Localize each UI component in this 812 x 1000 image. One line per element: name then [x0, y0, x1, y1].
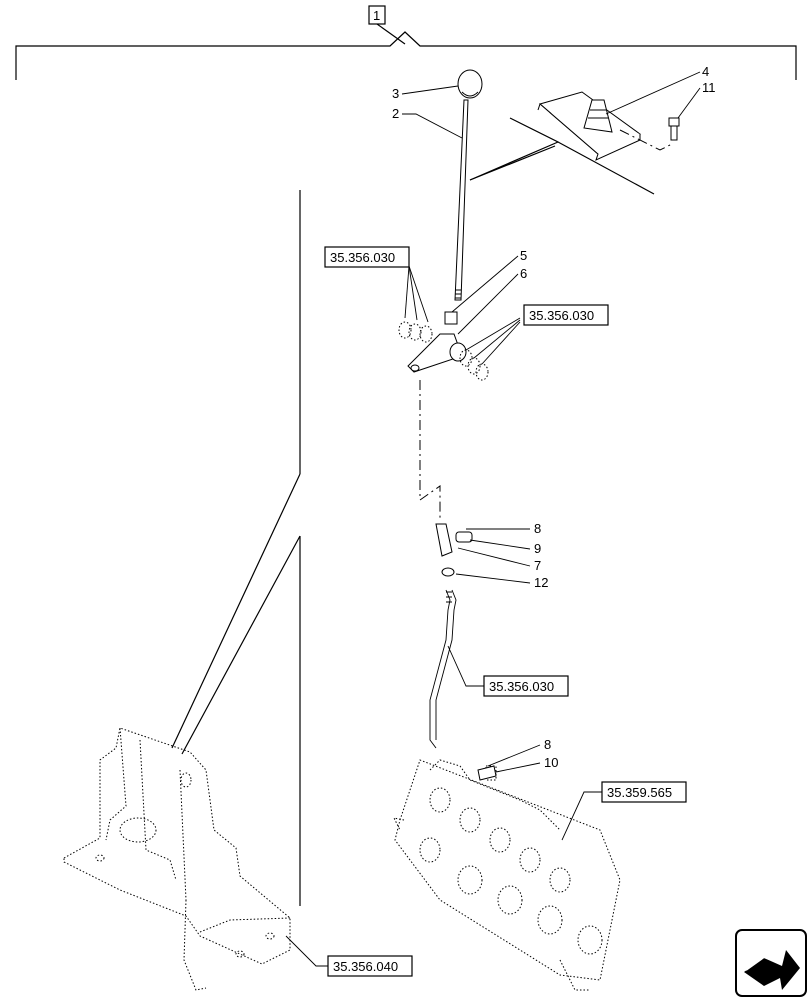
svg-text:35.356.030: 35.356.030 — [330, 250, 395, 265]
svg-text:2: 2 — [392, 106, 399, 121]
pivot-bracket — [407, 311, 467, 373]
svg-text:7: 7 — [534, 558, 541, 573]
callout-3: 3 — [392, 85, 459, 101]
callout-2: 2 — [392, 106, 463, 139]
assembly-number: 1 — [373, 8, 380, 23]
svg-text:35.356.030: 35.356.030 — [529, 308, 594, 323]
reference-box-c[interactable]: 35.356.030 — [447, 645, 569, 697]
svg-text:8: 8 — [544, 737, 551, 752]
callout-9: 9 — [469, 539, 541, 556]
washers-left — [398, 321, 433, 343]
svg-text:35.356.040: 35.356.040 — [333, 959, 398, 974]
centerline-bolt — [619, 129, 673, 151]
callout-5: 5 — [451, 248, 527, 313]
svg-text:10: 10 — [544, 755, 558, 770]
callout-6: 6 — [457, 266, 527, 335]
callout-8a: 8 — [466, 521, 541, 536]
link-centerline — [419, 380, 441, 520]
next-page-arrow-icon[interactable] — [735, 929, 807, 997]
callout-12: 12 — [455, 573, 548, 590]
svg-text:11: 11 — [702, 80, 716, 95]
reference-box-a[interactable]: 35.356.030 — [324, 246, 429, 323]
clevis — [435, 523, 473, 577]
callout-10: 10 — [495, 755, 558, 773]
svg-text:8: 8 — [534, 521, 541, 536]
lever-knob — [457, 69, 483, 99]
lever-rod — [454, 99, 469, 301]
svg-text:3: 3 — [392, 86, 399, 101]
panel-edge — [469, 117, 655, 195]
callout-7: 7 — [457, 547, 541, 573]
svg-text:6: 6 — [520, 266, 527, 281]
control-rod — [429, 589, 457, 749]
reference-box-e[interactable]: 35.356.040 — [285, 935, 413, 977]
svg-text:12: 12 — [534, 575, 548, 590]
svg-text:4: 4 — [702, 64, 709, 79]
frame-assembly — [63, 727, 291, 991]
svg-text:5: 5 — [520, 248, 527, 263]
callout-8b: 8 — [487, 737, 551, 767]
reference-box-d[interactable]: 35.359.565 — [561, 781, 687, 841]
callout-4: 4 — [605, 64, 709, 115]
control-valve — [393, 759, 621, 991]
reference-box-b[interactable]: 35.356.030 — [465, 304, 609, 365]
svg-text:35.356.030: 35.356.030 — [489, 679, 554, 694]
assembly-bracket: 1 — [15, 5, 797, 80]
callout-11: 11 — [677, 80, 716, 119]
bolt — [668, 117, 680, 141]
svg-text:9: 9 — [534, 541, 541, 556]
boot-plate — [537, 91, 641, 161]
svg-text:35.359.565: 35.359.565 — [607, 785, 672, 800]
